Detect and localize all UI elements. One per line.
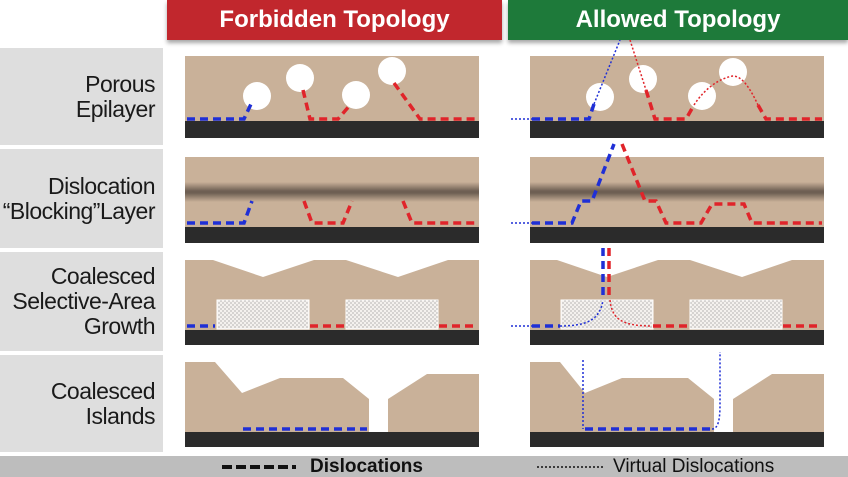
forbidden-coalesced-islands-panel bbox=[185, 362, 479, 447]
legend-dislocations-label: Dislocations bbox=[310, 456, 423, 477]
forbidden-topology-title: Forbidden Topology bbox=[219, 6, 450, 33]
row-label-coalesced-islands: Coalesced Islands bbox=[0, 355, 163, 452]
row-label-text: Coalesced Islands bbox=[50, 377, 156, 429]
allowed-topology-header: Allowed Topology bbox=[508, 0, 848, 40]
allowed-coalesced-islands-panel bbox=[530, 352, 824, 447]
forbidden-topology-header: Forbidden Topology bbox=[167, 0, 502, 40]
row-label-blocking-layer: Dislocation “Blocking”Layer bbox=[0, 149, 163, 248]
legend-virtual-dislocations-label: Virtual Dislocations bbox=[613, 456, 775, 477]
allowed-selective-area-panel bbox=[511, 248, 824, 345]
forbidden-blocking-layer-panel bbox=[185, 157, 479, 243]
row-label-porous-epilayer: Porous Epilayer bbox=[0, 48, 163, 145]
row-label-text: Dislocation “Blocking”Layer bbox=[2, 172, 156, 224]
forbidden-porous-epilayer-panel bbox=[185, 56, 479, 138]
allowed-topology-title: Allowed Topology bbox=[575, 6, 781, 33]
row-label-text: Coalesced Selective-Area Growth bbox=[12, 263, 155, 339]
row-label-text: Porous Epilayer bbox=[75, 70, 156, 122]
forbidden-selective-area-panel bbox=[185, 260, 479, 345]
row-label-selective-area-growth: Coalesced Selective-Area Growth bbox=[0, 252, 163, 351]
legend-bar bbox=[0, 456, 848, 477]
allowed-blocking-layer-panel bbox=[511, 143, 824, 243]
allowed-porous-epilayer-panel bbox=[511, 39, 824, 138]
